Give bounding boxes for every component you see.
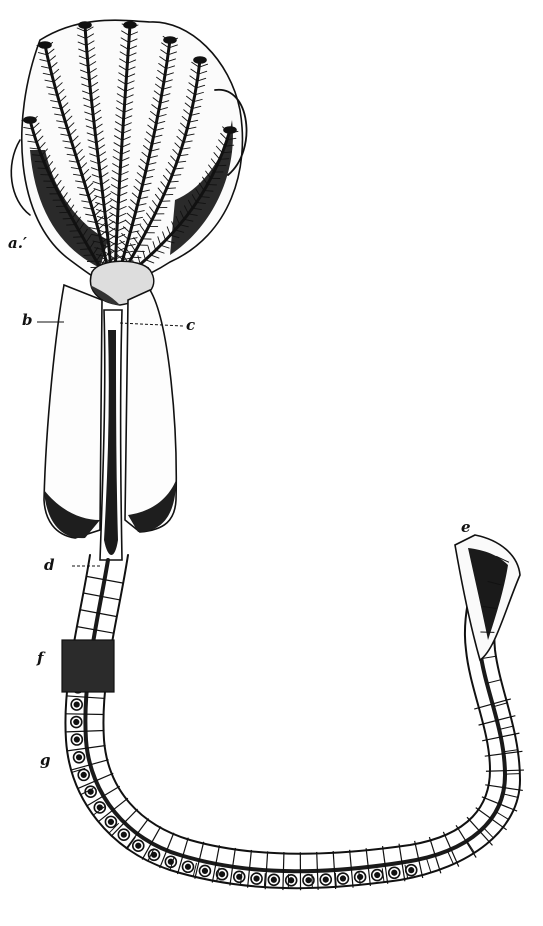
pinnule-ring-center: [254, 876, 259, 881]
arm-tip: [224, 127, 236, 133]
upper-body: [44, 285, 176, 560]
cirrus: [467, 841, 475, 853]
arm-crown: [11, 20, 246, 290]
arm-tip: [24, 117, 36, 123]
pinnule-ring-center: [108, 819, 113, 824]
segment-divider: [67, 730, 105, 731]
pinnule: [220, 159, 229, 160]
stem-inner: [103, 555, 490, 854]
cirrus: [504, 750, 518, 752]
label-f: f: [37, 651, 43, 666]
arm-tip: [39, 42, 51, 48]
pinnule: [80, 249, 89, 250]
pinnule-ring-center: [375, 873, 380, 878]
pinnule: [84, 255, 93, 256]
arm-tip: [79, 22, 91, 28]
arm-tip: [194, 57, 206, 63]
label-b: b: [22, 313, 33, 328]
pinnule-ring-center: [74, 702, 79, 707]
label-e: e: [461, 520, 471, 535]
pinnule-ring-center: [323, 877, 328, 882]
pinnule-ring-center: [340, 876, 345, 881]
pinnule: [77, 243, 86, 244]
segment-divider: [443, 832, 458, 867]
label-d: d: [44, 558, 55, 573]
segment-divider: [66, 714, 104, 715]
pinnule-ring-center: [306, 878, 311, 883]
arm-tip: [124, 22, 136, 28]
pinnule: [73, 237, 82, 238]
pinnule-ring-center: [409, 868, 414, 873]
cirrus: [499, 726, 513, 729]
label-a: a.′: [8, 236, 27, 251]
stem-core: [85, 560, 505, 871]
pinnule-ring-center: [185, 864, 190, 869]
cirrus: [427, 859, 431, 872]
segment-divider: [98, 798, 128, 822]
pinnule-ring-center: [74, 720, 79, 725]
pinnule-ring-center: [77, 755, 82, 760]
segment-divider: [283, 852, 284, 890]
segment-divider: [476, 808, 507, 830]
cirri: [72, 556, 520, 888]
pinnule-ring-center: [81, 772, 86, 777]
label-c: c: [186, 318, 195, 333]
dark-segment-block: [62, 640, 114, 692]
segment-divider: [317, 852, 318, 890]
label-g: g: [40, 753, 51, 768]
cirrus: [506, 774, 520, 775]
cirrus: [504, 794, 518, 797]
cirrus: [487, 680, 501, 683]
arm-tip: [164, 37, 176, 43]
cirrus: [497, 812, 509, 819]
pinnule-ring-center: [202, 868, 207, 873]
pinnule-ring-center: [220, 872, 225, 877]
pinnule-ring-center: [289, 878, 294, 883]
pinnule-ring-center: [392, 870, 397, 875]
pinnule-ring-center: [121, 832, 126, 837]
pinnule-ring-center: [136, 843, 141, 848]
segment-divider: [456, 825, 476, 857]
pinnule-ring-center: [74, 737, 79, 742]
pinnule: [167, 188, 176, 189]
pinnule-ring-center: [271, 877, 276, 882]
pinnule-ring-center: [358, 874, 363, 879]
segment-divider: [486, 770, 524, 771]
crown-outline: [22, 20, 243, 290]
